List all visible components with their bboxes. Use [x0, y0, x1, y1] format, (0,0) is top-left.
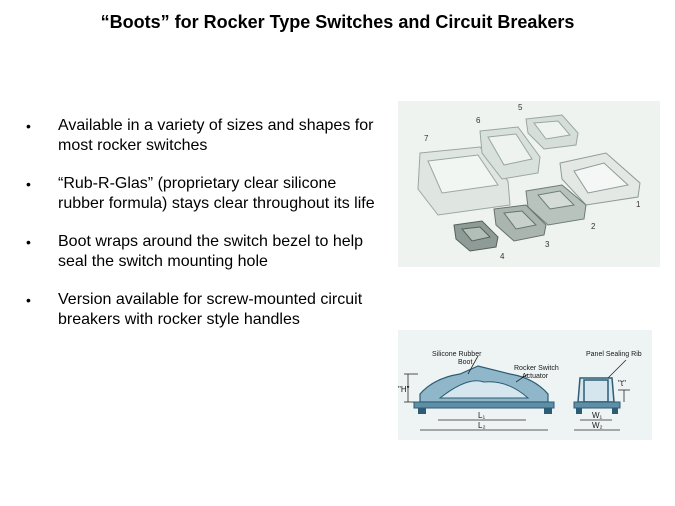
label-3: 3: [545, 240, 550, 249]
h-label: "H": [398, 385, 410, 394]
dimension-lines: [404, 355, 630, 431]
boot-6: [479, 126, 541, 180]
silicone-boot-label: Silicone Rubber: [432, 351, 482, 358]
boot-5: [525, 114, 579, 150]
label-1: 1: [636, 200, 641, 209]
bullet-list: Available in a variety of sizes and shap…: [26, 116, 381, 348]
boot-4: [453, 220, 499, 252]
l2-label: L₂: [478, 421, 486, 430]
t-label: "t": [618, 379, 626, 388]
label-6: 6: [476, 116, 481, 125]
boot-1: [559, 152, 641, 206]
bullet-item: Boot wraps around the switch bezel to he…: [26, 232, 381, 272]
panel-profile: [573, 377, 621, 414]
slide-title: “Boots” for Rocker Type Switches and Cir…: [100, 12, 575, 32]
l1-label: L₁: [478, 411, 485, 420]
label-7: 7: [424, 134, 429, 143]
bullet-item: Available in a variety of sizes and shap…: [26, 116, 381, 156]
label-2: 2: [591, 222, 596, 231]
w2-label: W₂: [592, 421, 603, 430]
label-5: 5: [518, 103, 523, 112]
w1-label: W₁: [592, 411, 603, 420]
bullet-item: “Rub-R-Glas” (proprietary clear silicone…: [26, 174, 381, 214]
label-4: 4: [500, 252, 505, 261]
boots-photo: 5 6 7 1 2 3 4: [398, 101, 660, 267]
boot-7: [417, 146, 511, 216]
actuator-label: Rocker Switch: [514, 365, 559, 372]
actuator-label-2: Actuator: [522, 373, 549, 380]
silicone-boot-label-2: Boot: [458, 359, 472, 366]
boot-2: [525, 184, 587, 226]
boot-3: [493, 204, 547, 242]
boot-profile: [413, 365, 555, 414]
panel-rib-label: Panel Sealing Rib: [586, 351, 642, 358]
bullet-item: Version available for screw-mounted circ…: [26, 290, 381, 330]
dimension-diagram: Silicone Rubber Boot Rocker Switch Actua…: [398, 330, 652, 440]
